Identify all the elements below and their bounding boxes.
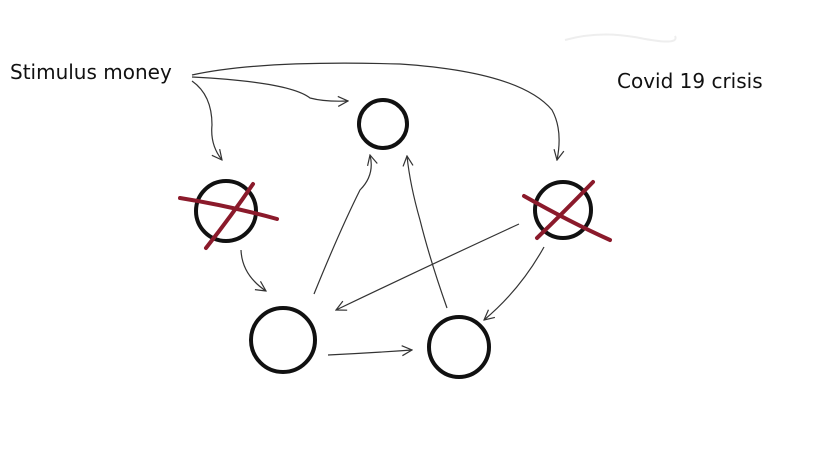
cross-mark-right [522,180,612,242]
stimulus-money-label: Stimulus money [10,60,172,84]
arrow-left-to-bottom-left [240,249,266,291]
node-bottom-left [249,306,317,374]
covid-crisis-label: Covid 19 crisis [617,69,763,93]
arrow-bottom-right-to-top [407,156,448,309]
arrows-network [240,155,545,355]
arrows-stimulus [191,62,559,160]
arrow-stimulus-to-left [191,80,222,160]
node-top [357,98,409,150]
node-bottom-right [427,315,491,379]
arrow-stimulus-to-right [191,62,559,160]
cross-mark-left [178,182,279,250]
arrow-stimulus-to-top [191,76,348,101]
node-right-crossed [533,180,593,240]
arrow-right-to-bottom-right [484,246,545,320]
arrow-right-to-bottom-left [336,223,520,310]
arrow-bottom-left-to-bottom-right [327,350,412,355]
faint-scribble [564,33,677,43]
arrow-bottom-left-to-top [313,155,371,295]
node-left-crossed [194,179,258,243]
